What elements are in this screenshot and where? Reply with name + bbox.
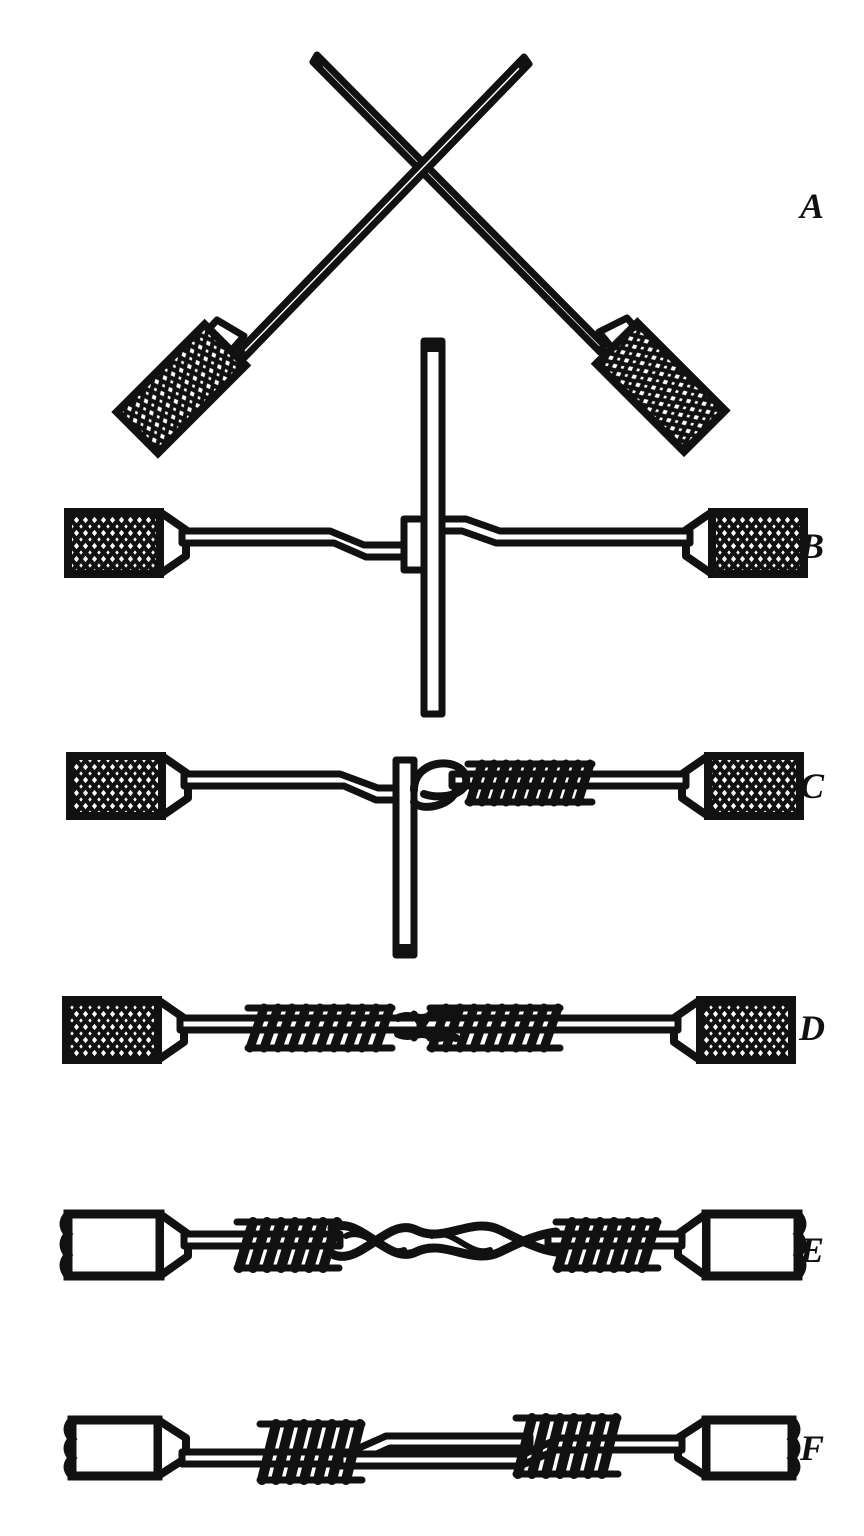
row-E-twisted-pair: E	[59, 1209, 824, 1281]
insulation-taper-e-left	[156, 1210, 192, 1280]
coil-e-left	[233, 1217, 343, 1273]
insulation-taper-b-left	[156, 508, 190, 578]
coil-turns-f-right	[513, 1413, 621, 1479]
insulation-end-d-left	[62, 996, 188, 1064]
coil-f-right	[512, 1413, 622, 1479]
insulation-body-b-right	[708, 508, 808, 578]
coil-d-right	[426, 1003, 564, 1053]
row-D-both-sides-wrapped: D	[62, 996, 825, 1064]
insulation-body-a1	[590, 317, 731, 458]
insulation-end-c-right	[678, 752, 804, 820]
insulation-taper-e-right	[674, 1210, 710, 1280]
row-label-F: F	[799, 1428, 824, 1468]
insulation-body-c-right	[704, 752, 804, 820]
coil-turns-f-left	[257, 1419, 365, 1485]
coil-turns-e-right	[553, 1217, 661, 1273]
coil-envelope-d-left	[244, 1004, 396, 1052]
insulation-taper-b-right	[682, 508, 716, 578]
coil-envelope-f-left	[256, 1420, 366, 1484]
hook-interlock-b	[400, 515, 428, 574]
insulation-taper-c-right	[678, 752, 712, 820]
insulation-body-f-right	[701, 1415, 797, 1481]
wire-tip-a2	[516, 57, 529, 71]
wire-upper-right-to-lower-left	[111, 53, 533, 459]
row-F-western-union-splice: F	[63, 1413, 824, 1485]
insulation-body-f-left	[67, 1415, 163, 1481]
insulation-body-e-left	[63, 1209, 165, 1281]
insulation-taper-f-right	[674, 1416, 710, 1480]
insulation-frayed-edge-f-right	[786, 1417, 801, 1479]
insulation-body-a2	[111, 318, 252, 459]
coil-envelope-c	[464, 760, 596, 806]
coil-turns-c	[465, 759, 595, 807]
coil-envelope-e-right	[552, 1218, 662, 1272]
row-label-A: A	[798, 186, 824, 226]
twisted-pair-e	[327, 1221, 561, 1261]
insulation-body-d-left	[62, 996, 162, 1064]
vertical-wire-top-cap-b	[424, 341, 442, 352]
coil-e-right	[552, 1217, 662, 1273]
twist-highlight-e-2	[429, 1231, 493, 1255]
loop-inner-c	[410, 786, 460, 811]
row-A-crossed-wires: A	[111, 51, 824, 459]
coil-f-left	[256, 1419, 366, 1485]
wire-upper-left-to-lower-right	[309, 51, 731, 458]
twist-crossing-d	[410, 1010, 434, 1042]
insulation-body-d-right	[696, 996, 796, 1064]
coil-turns-e-left	[234, 1217, 342, 1273]
insulation-end-e-left	[59, 1209, 192, 1281]
insulation-end-f-left	[63, 1415, 190, 1481]
insulation-taper-d-right	[670, 996, 704, 1064]
insulation-block-a2	[111, 318, 252, 459]
insulation-frayed-edge-f-left	[63, 1417, 78, 1479]
insulation-end-b-right	[682, 508, 808, 578]
loop-outer-c	[410, 759, 471, 801]
insulation-body-c-left	[66, 752, 166, 820]
insulation-taper-c-left	[158, 752, 192, 820]
insulation-taper-d-left	[154, 996, 188, 1064]
insulation-end-f-right	[674, 1415, 801, 1481]
insulation-body-b-left	[64, 508, 164, 578]
insulation-end-b-left	[64, 508, 190, 578]
row-label-E: E	[799, 1230, 824, 1270]
insulation-end-d-right	[670, 996, 796, 1064]
row-label-D: D	[798, 1008, 825, 1048]
insulation-end-e-right	[674, 1209, 807, 1281]
coil-d-left	[244, 1003, 396, 1053]
insulation-end-c-left	[66, 752, 192, 820]
wire-tip-a1	[313, 55, 325, 70]
coil-turns-d-left	[245, 1003, 395, 1053]
insulation-block-a1	[590, 317, 731, 458]
insulation-body-e-right	[701, 1209, 803, 1281]
row-C-one-side-wrapped: C	[66, 752, 825, 959]
coil-envelope-d-right	[426, 1004, 564, 1052]
row-label-B: B	[799, 526, 824, 566]
insulation-frayed-edge-e-left	[59, 1211, 74, 1279]
insulation-frayed-edge-e-right	[792, 1211, 807, 1279]
row-B-hooked-wires: B	[64, 337, 824, 718]
coil-envelope-e-left	[233, 1218, 343, 1272]
coil-envelope-f-right	[512, 1414, 622, 1478]
twist-highlight-e-1	[343, 1231, 407, 1255]
row-label-C: C	[800, 766, 825, 806]
vertical-wire-bottom-cap-c	[396, 944, 414, 955]
coil-c	[464, 759, 596, 807]
coil-turns-d-right	[427, 1003, 563, 1053]
